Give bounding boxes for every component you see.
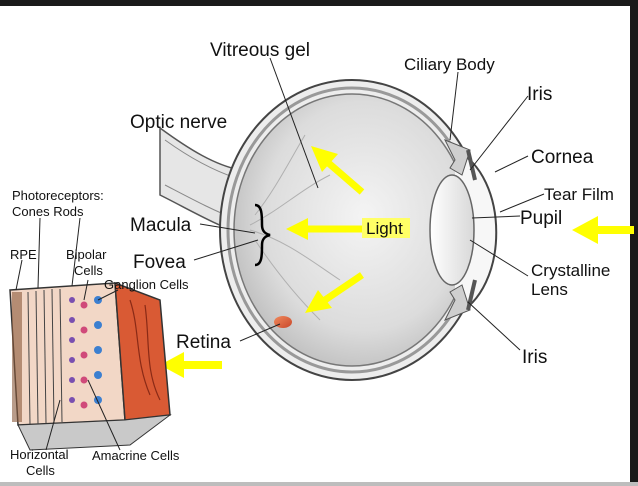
iris-upper-shape xyxy=(466,149,477,181)
label-amacrine-cells: Amacrine Cells xyxy=(92,448,180,463)
crystalline-lens-shape xyxy=(429,174,475,286)
arrow-center xyxy=(286,218,362,240)
window-border-bottom xyxy=(0,482,638,486)
label-photoreceptors: Photoreceptors: xyxy=(12,188,104,203)
retina-patch xyxy=(274,316,292,328)
arrow-incoming-right xyxy=(572,216,634,244)
label-fovea: Fovea xyxy=(133,252,186,273)
macula-bracket xyxy=(254,203,271,267)
label-vitreous-gel: Vitreous gel xyxy=(210,40,310,61)
window-border-top xyxy=(0,0,638,6)
retina-cross-section xyxy=(9,281,172,451)
iris-lower-shape xyxy=(466,279,477,311)
label-macula: Macula xyxy=(130,215,192,236)
ciliary-body-shape xyxy=(443,139,471,321)
label-bipolar: Bipolar xyxy=(66,247,107,262)
label-light: Light xyxy=(366,219,403,238)
label-tear-film: Tear Film xyxy=(544,185,614,204)
window-border-right xyxy=(630,0,638,486)
light-label-highlight xyxy=(362,218,410,238)
label-ganglion-cells: Ganglion Cells xyxy=(104,277,189,292)
label-crystalline: Crystalline xyxy=(531,261,610,280)
label-iris-top: Iris xyxy=(527,84,552,105)
label-cornea: Cornea xyxy=(531,147,594,168)
light-arrows xyxy=(160,146,634,378)
label-lens: Lens xyxy=(531,280,568,299)
label-cones-rods: Cones Rods xyxy=(12,204,84,219)
label-horizontal-cells: Cells xyxy=(26,463,55,478)
label-ciliary-body: Ciliary Body xyxy=(404,55,495,74)
arrow-retina-inset xyxy=(160,352,222,378)
label-rpe: RPE xyxy=(10,247,37,262)
label-retina: Retina xyxy=(176,332,231,353)
arrow-lower-left xyxy=(305,272,364,313)
label-optic-nerve: Optic nerve xyxy=(130,112,227,133)
leader-lines xyxy=(15,57,545,451)
label-bipolar-cells: Cells xyxy=(74,263,103,278)
arrow-upper-left xyxy=(311,146,365,195)
label-horizontal: Horizontal xyxy=(10,447,69,462)
label-iris-bottom: Iris xyxy=(522,347,547,368)
label-pupil: Pupil xyxy=(520,208,562,229)
